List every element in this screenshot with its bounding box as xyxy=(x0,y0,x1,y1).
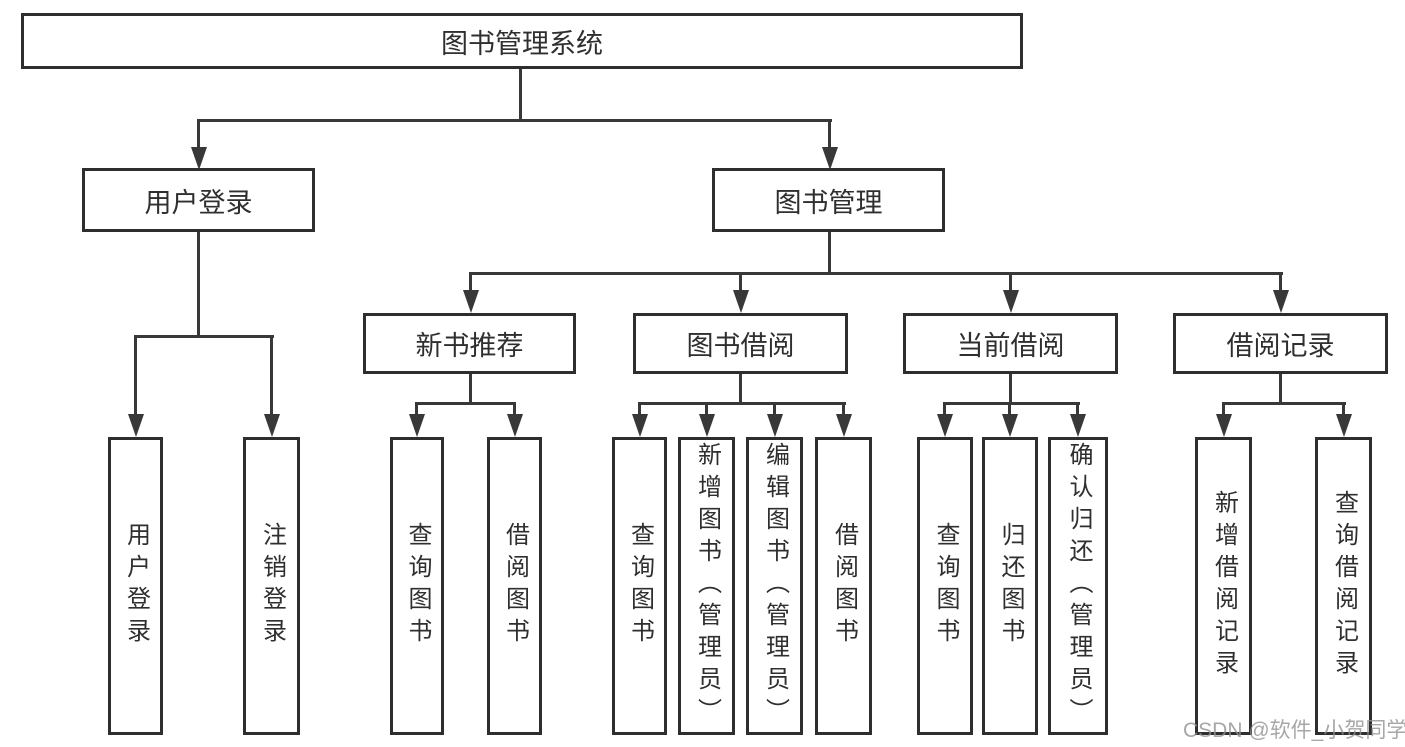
leaf-label: 查询图书 xyxy=(932,522,959,650)
arrow-to-leaf-bb-borrow xyxy=(842,402,845,414)
node-borrowing-records: 借阅记录 xyxy=(1173,313,1388,374)
connector-level2 xyxy=(197,119,832,122)
leaf-label: 查询借阅记录 xyxy=(1330,490,1358,682)
arrow-to-leaf-logout xyxy=(270,335,273,414)
connector-current-borrow-children xyxy=(943,402,1080,405)
node-leaf-bb-add-books-admin: 新增图书（管理员） xyxy=(678,437,735,735)
leaf-label: 归还图书 xyxy=(997,522,1024,650)
arrow-to-leaf-nb-query xyxy=(415,402,418,414)
node-current-borrowing: 当前借阅 xyxy=(903,313,1118,374)
node-root: 图书管理系统 xyxy=(21,13,1023,69)
arrow-to-book-management xyxy=(828,119,831,147)
node-leaf-bb-edit-books-admin: 编辑图书（管理员） xyxy=(746,437,803,735)
connector-book-borrow-children xyxy=(638,402,846,405)
edge-new-book-trunk xyxy=(469,374,472,405)
connector-borrow-records-children xyxy=(1222,402,1346,405)
arrow-to-leaf-br-query xyxy=(1342,402,1345,414)
node-leaf-bb-query-books: 查询图书 xyxy=(612,437,667,735)
arrow-to-leaf-cb-return xyxy=(1008,402,1011,414)
node-leaf-bb-borrow-books: 借阅图书 xyxy=(815,437,872,735)
node-leaf-nb-query-books: 查询图书 xyxy=(390,437,444,735)
node-leaf-cb-return-books: 归还图书 xyxy=(982,437,1038,735)
node-leaf-br-query-record: 查询借阅记录 xyxy=(1315,437,1372,735)
node-user-login: 用户登录 xyxy=(82,168,315,232)
edge-user-login-trunk xyxy=(197,232,200,338)
node-book-management: 图书管理 xyxy=(712,168,945,232)
node-book-borrowing: 图书借阅 xyxy=(633,313,848,374)
leaf-label: 新增图书（管理员） xyxy=(693,442,721,730)
node-leaf-cb-query-books: 查询图书 xyxy=(917,437,973,735)
node-leaf-br-add-record: 新增借阅记录 xyxy=(1195,437,1252,735)
node-new-book-recommend: 新书推荐 xyxy=(363,313,576,374)
leaf-label: 借阅图书 xyxy=(830,522,858,650)
leaf-label: 编辑图书（管理员） xyxy=(761,442,789,730)
node-leaf-logout: 注销登录 xyxy=(243,437,300,735)
node-leaf-user-login: 用户登录 xyxy=(108,437,163,735)
leaf-label: 借阅图书 xyxy=(501,522,529,650)
arrow-to-leaf-bb-query xyxy=(638,402,641,414)
edge-borrow-records-trunk xyxy=(1279,374,1282,405)
connector-user-login-children xyxy=(134,335,274,338)
arrow-to-leaf-bb-edit xyxy=(773,402,776,414)
arrow-to-book-borrowing xyxy=(739,272,742,290)
arrow-to-leaf-nb-borrow xyxy=(513,402,516,414)
leaf-label: 查询图书 xyxy=(404,522,431,650)
arrow-to-user-login xyxy=(197,119,200,147)
arrow-to-leaf-br-add xyxy=(1222,402,1225,414)
leaf-label: 新增借阅记录 xyxy=(1210,490,1238,682)
leaf-label: 确认归还（管理员） xyxy=(1065,442,1092,730)
leaf-label: 用户登录 xyxy=(122,522,150,650)
connector-level3 xyxy=(469,272,1283,275)
leaf-label: 注销登录 xyxy=(258,522,286,650)
edge-book-mgmt-trunk xyxy=(828,232,831,275)
node-leaf-cb-confirm-return-admin: 确认归还（管理员） xyxy=(1048,437,1108,735)
edge-root-trunk xyxy=(519,69,522,121)
edge-current-borrow-trunk xyxy=(1009,374,1012,405)
csdn-watermark: CSDN @软件_小贺同学 xyxy=(1183,719,1405,742)
arrow-to-leaf-cb-query xyxy=(943,402,946,414)
connector-new-book-children xyxy=(415,402,516,405)
leaf-label: 查询图书 xyxy=(626,522,654,650)
arrow-to-leaf-cb-confirm xyxy=(1076,402,1079,414)
arrow-to-borrowing-records xyxy=(1279,272,1282,290)
arrow-to-leaf-user-login xyxy=(134,335,137,414)
node-leaf-nb-borrow-books: 借阅图书 xyxy=(487,437,542,735)
arrow-to-current-borrowing xyxy=(1009,272,1012,290)
arrow-to-new-book-recommend xyxy=(469,272,472,290)
arrow-to-leaf-bb-add xyxy=(705,402,708,414)
edge-book-borrow-trunk xyxy=(739,374,742,405)
